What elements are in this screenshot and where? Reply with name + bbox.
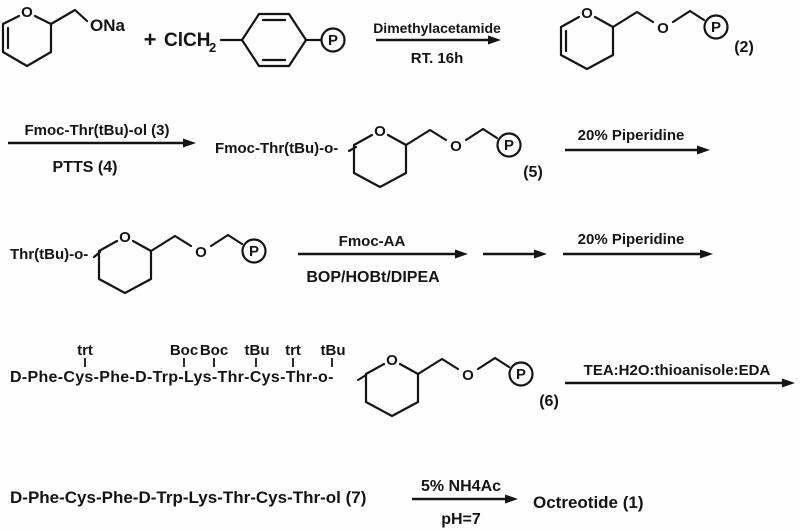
ether-oxygen-label: O	[462, 367, 474, 384]
ch2-bond	[49, 8, 89, 26]
anomeric-bond	[356, 373, 368, 382]
cleavage-reagent-label: TEA:H2O:thioanisole:EDA	[584, 362, 771, 379]
final-step: D-Phe-Cys-Phe-D-Trp-Lys-Thr-Cys-Thr-ol (…	[10, 478, 644, 528]
protecting-group-boc-2: Boc	[200, 342, 228, 359]
pyran-ring-bonds	[1, 14, 53, 68]
step1-reaction-arrow: Dimethylacetamide RT. 16h	[373, 20, 501, 67]
arrow-head	[534, 249, 547, 259]
polymer-bead-circle	[241, 238, 267, 264]
polymer-p-label: P	[711, 19, 721, 36]
free-peptide-sequence: D-Phe-Cys-Phe-D-Trp-Lys-Thr-Cys-Thr-ol (…	[10, 488, 366, 507]
ring-oxygen-label: O	[386, 352, 398, 369]
ether-chain-bonds	[404, 127, 499, 147]
ether-chain-bonds	[149, 233, 244, 253]
fmoc-aa-label: Fmoc-AA	[339, 233, 406, 250]
polymer-p-label: P	[249, 243, 259, 260]
polymer-p-label: P	[516, 366, 526, 383]
protected-peptide-sequence: D-Phe-Cys-Phe-D-Trp-Lys-Thr-Cys-Thr-o-	[10, 369, 334, 386]
thr-resin-structure: Thr(tBu)-o- O O P	[10, 229, 267, 295]
compound-6-number: (6)	[539, 393, 559, 410]
polymer-p-label: P	[328, 32, 338, 49]
step2-reaction-arrow: Fmoc-Thr(tBu)-ol (3) PTTS (4)	[8, 122, 196, 176]
ether-oxygen-label: O	[195, 244, 207, 261]
coupling-reagents-label: BOP/HOBt/DIPEA	[306, 269, 440, 286]
octreotide-product-label: Octreotide (1)	[533, 493, 644, 512]
protected-peptide-resin-structure: trt Boc Boc tBu trt tBu D-Phe-Cys-Phe-D-…	[10, 342, 559, 418]
dhp-sodium-alkoxide-structure: O ONa	[1, 4, 126, 68]
compound-5-number: (5)	[523, 164, 543, 181]
ona-group-label: ONa	[90, 16, 126, 35]
pyran-ring-bonds	[559, 15, 615, 71]
coupling-arrow: Fmoc-AA BOP/HOBt/DIPEA	[298, 233, 468, 286]
plus-sign: +	[144, 27, 157, 52]
clch2-subscript: 2	[209, 40, 216, 55]
benzyl-chloride-resin-structure: ClCH 2 P	[164, 12, 346, 68]
protecting-group-trt-2: trt	[285, 342, 301, 359]
polymer-bead-circle	[508, 361, 534, 387]
ring-oxygen-label: O	[374, 123, 386, 140]
arrow-head	[700, 249, 713, 259]
ring-oxygen-label: O	[21, 4, 33, 21]
thp-ring-bonds	[364, 362, 420, 418]
ether-chain-bonds	[416, 356, 511, 376]
protecting-group-tbu-1: tBu	[245, 342, 270, 359]
nh4ac-label: 5% NH4Ac	[421, 478, 501, 495]
polymer-bead-circle	[320, 27, 346, 53]
step1-reagent-above: Dimethylacetamide	[373, 20, 501, 36]
arrow-head	[183, 138, 196, 148]
clch2-label: ClCH	[164, 30, 210, 51]
polymer-bead-circle	[703, 14, 729, 40]
ether-oxygen-label: O	[450, 138, 462, 155]
piperidine-label: 20% Piperidine	[578, 231, 685, 248]
arrow-head	[697, 145, 710, 155]
thr-prefix-label: Thr(tBu)-o-	[10, 246, 88, 263]
arrow-head	[455, 249, 468, 259]
arrow-head	[505, 494, 518, 504]
ring-oxygen-label: O	[581, 5, 593, 22]
protecting-group-ticks	[84, 358, 333, 367]
protecting-group-tbu-2: tBu	[321, 342, 346, 359]
benzene-ring-bonds	[240, 12, 308, 68]
piperidine-label: 20% Piperidine	[578, 127, 685, 144]
ether-oxygen-label: O	[657, 20, 669, 37]
arrow-head	[488, 35, 501, 45]
thp-ring-bonds	[97, 239, 153, 295]
fmoc-thr-prefix-label: Fmoc-Thr(tBu)-o-	[215, 140, 338, 157]
thp-ring-bonds	[352, 133, 408, 189]
protecting-group-trt-1: trt	[77, 342, 93, 359]
compound-2-number: (2)	[734, 39, 754, 56]
cleavage-arrow: TEA:H2O:thioanisole:EDA	[565, 362, 795, 388]
step2-deprotection-arrow: 20% Piperidine	[565, 127, 710, 155]
ph-label: pH=7	[441, 511, 481, 528]
step1-conditions-below: RT. 16h	[411, 50, 464, 67]
ether-chain-bonds	[611, 9, 706, 29]
polymer-p-label: P	[504, 137, 514, 154]
step2-reagent-above: Fmoc-Thr(tBu)-ol (3)	[25, 122, 170, 139]
polymer-bead-circle	[496, 132, 522, 158]
arrow-head	[782, 378, 795, 388]
protecting-group-boc-1: Boc	[170, 342, 198, 359]
step2-reagent-below: PTTS (4)	[53, 159, 118, 176]
compound-5-structure: Fmoc-Thr(tBu)-o- O O P (5)	[215, 123, 543, 189]
step3-deprotection-arrow: 20% Piperidine	[563, 231, 713, 259]
repeat-cycle-arrow	[483, 249, 547, 259]
compound-2-structure: O O P (2)	[559, 5, 754, 71]
ring-oxygen-label: O	[119, 229, 131, 246]
